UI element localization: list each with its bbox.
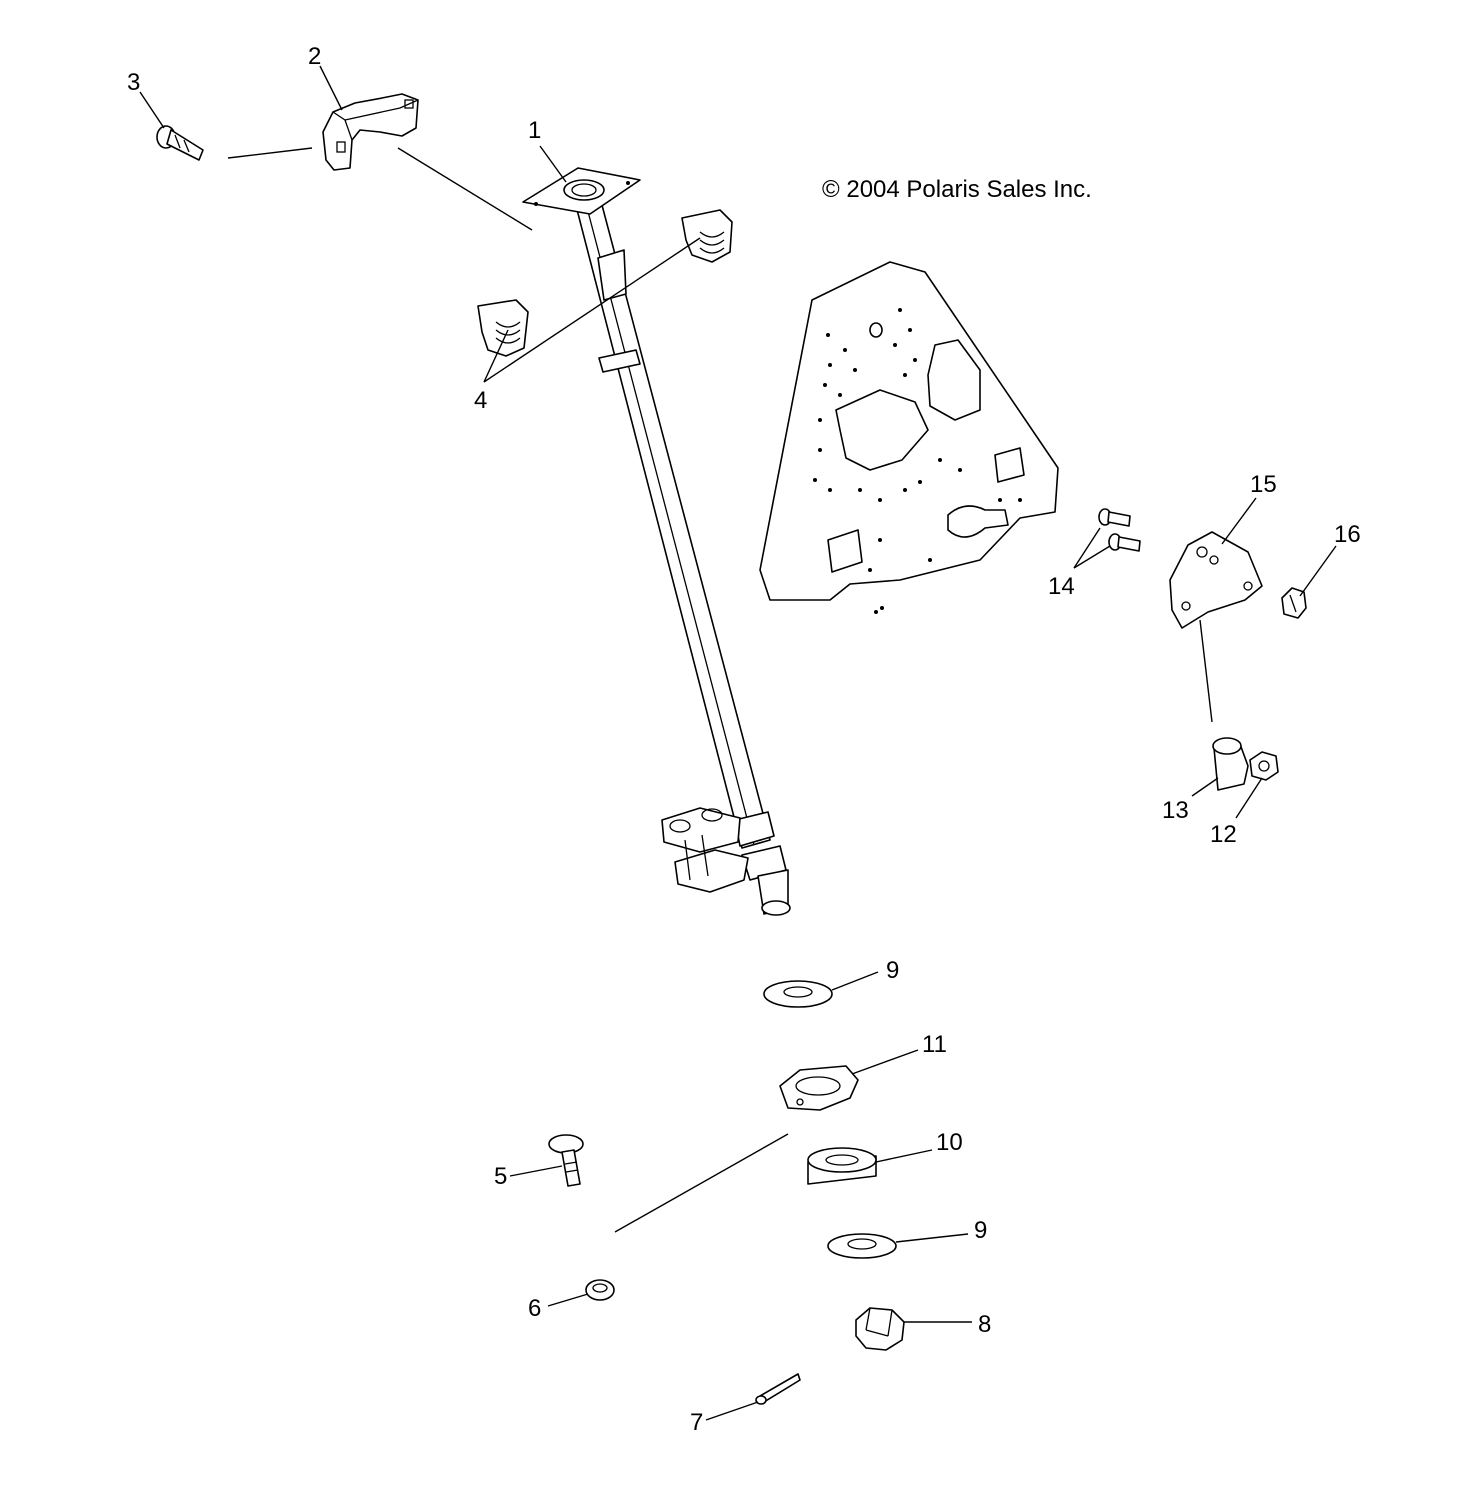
callout-1: 1 [528,117,541,144]
part-15-bracket [1169,531,1263,629]
callout-3: 3 [127,69,140,96]
part-13-spacer [1212,737,1249,791]
callout-labels: 3 2 1 4 15 16 14 13 12 9 11 10 9 8 5 6 7 [127,43,1361,1436]
part-9-washer-lower [827,1233,897,1259]
callout-4: 4 [474,387,487,414]
callout-9-lower: 9 [974,1217,987,1244]
part-9-washer-upper [763,980,833,1008]
plate-holes [813,308,1022,614]
callout-15: 15 [1250,471,1277,498]
callout-2: 2 [308,43,321,70]
copyright-text: © 2004 Polaris Sales Inc. [822,176,1092,203]
callout-14: 14 [1048,573,1075,600]
part-12-nut [1249,751,1279,781]
part-1-steering-post [522,167,791,916]
part-6-nut [585,1279,615,1301]
callout-12: 12 [1210,821,1237,848]
callout-6: 6 [528,1295,541,1322]
part-10-spacer [807,1147,877,1185]
part-4-bushing-upper [681,209,733,263]
callout-8: 8 [978,1311,991,1338]
part-3-bolt [156,125,204,161]
callout-9-upper: 9 [886,957,899,984]
mounting-plate [759,261,1059,614]
callout-5: 5 [494,1163,507,1190]
callout-11: 11 [922,1031,947,1058]
part-4-bushing-lower [477,299,529,357]
part-2-clamp [322,93,419,171]
part-8-castle-nut [855,1307,905,1351]
part-14-screws [1098,508,1141,552]
part-11-plate [779,1065,859,1111]
part-5-bolt [548,1134,584,1187]
leader-lines [139,65,1337,1421]
callout-7: 7 [690,1409,703,1436]
callout-13: 13 [1162,797,1189,824]
assembly-lines [227,147,1213,1233]
callout-16: 16 [1334,521,1361,548]
part-7-cotter-pin [755,1373,801,1405]
callout-10: 10 [936,1129,963,1156]
